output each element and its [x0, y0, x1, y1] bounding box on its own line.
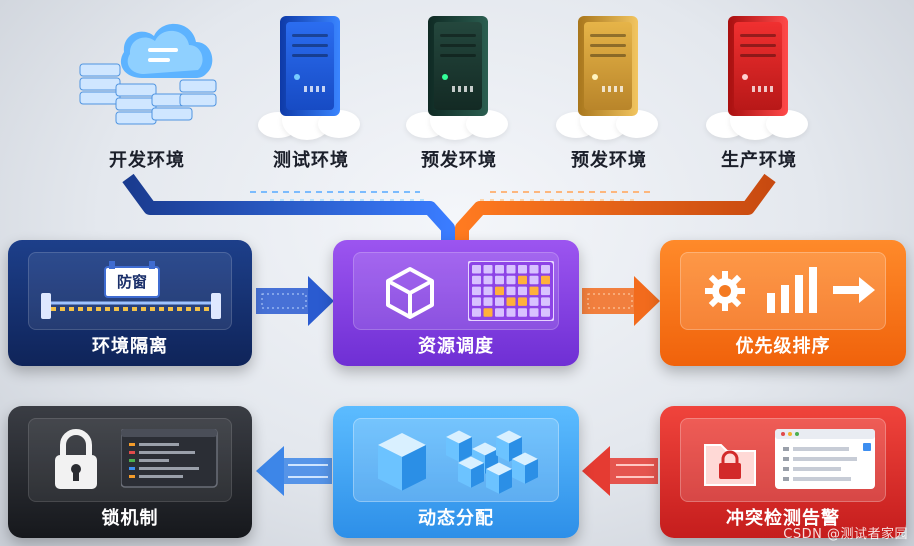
grid-cell [541, 265, 550, 274]
grid-cell [495, 265, 504, 274]
env-staging-2: 预发环境 [534, 8, 684, 173]
cube [496, 430, 522, 462]
cloud-stack-icon [79, 23, 217, 125]
server-icon [578, 16, 638, 116]
light-streaks [250, 191, 650, 201]
grid-cell [541, 275, 550, 285]
box-environment-isolation: 防窗 环境隔离 [8, 240, 252, 366]
right-bus-line [455, 173, 776, 240]
cube [446, 430, 472, 462]
grid-cell [506, 308, 516, 317]
box-title: 锁机制 [101, 508, 159, 529]
arrow-isolation-to-scheduling [256, 276, 334, 326]
grid-cell [506, 265, 516, 274]
server-icon [728, 16, 788, 116]
grid-cell [495, 275, 504, 285]
cube [512, 452, 538, 484]
grid-cell [472, 308, 481, 317]
grid-cell [495, 286, 504, 296]
box-title: 环境隔离 [92, 336, 168, 357]
box-conflict-detection: 冲突检测告警 [660, 406, 906, 538]
env-label: 生产环境 [721, 150, 797, 171]
grid-cell [518, 275, 527, 285]
cube [458, 456, 484, 488]
env-test: 测试环境 [236, 8, 386, 173]
grid-cell [472, 297, 481, 306]
box-lock-mechanism: 锁机制 [8, 406, 252, 538]
grid-cell [495, 308, 504, 317]
conflict-panel [680, 418, 886, 502]
cube [378, 433, 426, 491]
env-label: 开发环境 [109, 150, 185, 171]
grid-cell [506, 297, 516, 306]
cube [486, 462, 512, 494]
grid-cell [495, 297, 504, 306]
grid-cell [541, 286, 550, 296]
scheduling-panel [353, 252, 559, 330]
arrow-conflict-to-dynamic [582, 446, 658, 496]
resource-grid-icon [468, 261, 554, 321]
env-staging-1: 预发环境 [384, 8, 534, 173]
gear-icon [705, 271, 745, 311]
grid-cell [472, 275, 481, 285]
env-label: 测试环境 [273, 150, 349, 171]
env-production: 生产环境 [684, 8, 834, 173]
isolation-panel: 防窗 [28, 252, 232, 330]
bar-levels-icon [767, 267, 817, 313]
grid-cell [483, 308, 493, 317]
arrow-dynamic-to-lock [256, 446, 332, 496]
grid-cell [518, 308, 527, 317]
grid-cell [483, 265, 493, 274]
env-label: 预发环境 [421, 150, 497, 171]
grid-cell [541, 308, 550, 317]
grid-cell [506, 275, 516, 285]
box-resource-scheduling: 资源调度 [333, 240, 579, 366]
grid-cell [483, 286, 493, 296]
grid-cell [529, 297, 539, 306]
box-title: 优先级排序 [735, 336, 831, 357]
grid-cell [529, 265, 539, 274]
box-title: 冲突检测告警 [726, 508, 840, 529]
code-terminal-icon [121, 429, 218, 488]
barrier-gate-icon [41, 261, 221, 319]
gate-sign: 防窗 [116, 273, 148, 291]
grid-cell [483, 275, 493, 285]
watermark: CSDN @测试者家园 [783, 527, 908, 542]
grid-cell [483, 297, 493, 306]
cube-box-icon [386, 267, 434, 319]
folder-lock-icon [704, 444, 756, 486]
cubes-icon [378, 430, 538, 494]
grid-cell [529, 275, 539, 285]
grid-cell [518, 265, 527, 274]
box-priority-sorting: 优先级排序 [660, 240, 906, 366]
arrow-right-icon [833, 277, 875, 303]
box-dynamic-allocation: 动态分配 [333, 406, 579, 538]
dynamic-panel [353, 418, 559, 502]
grid-cell [518, 286, 527, 296]
grid-cell [506, 286, 516, 296]
grid-cell [472, 265, 481, 274]
padlock-icon [55, 429, 97, 489]
box-title: 资源调度 [418, 336, 494, 357]
cloud-icon [406, 100, 508, 140]
server-icon [428, 16, 488, 116]
grid-cell [541, 297, 550, 306]
grid-cell [529, 308, 539, 317]
server-icon [280, 16, 340, 116]
left-bus-line [122, 173, 455, 240]
box-title: 动态分配 [418, 508, 494, 529]
grid-cell [472, 286, 481, 296]
grid-cell [529, 286, 539, 296]
priority-panel [680, 252, 886, 330]
grid-cell [518, 297, 527, 306]
arrow-scheduling-to-priority [582, 276, 660, 326]
env-label: 预发环境 [571, 150, 647, 171]
lock-panel [28, 418, 232, 502]
alert-window-icon [775, 429, 875, 489]
env-dev: 开发环境 [72, 8, 222, 173]
